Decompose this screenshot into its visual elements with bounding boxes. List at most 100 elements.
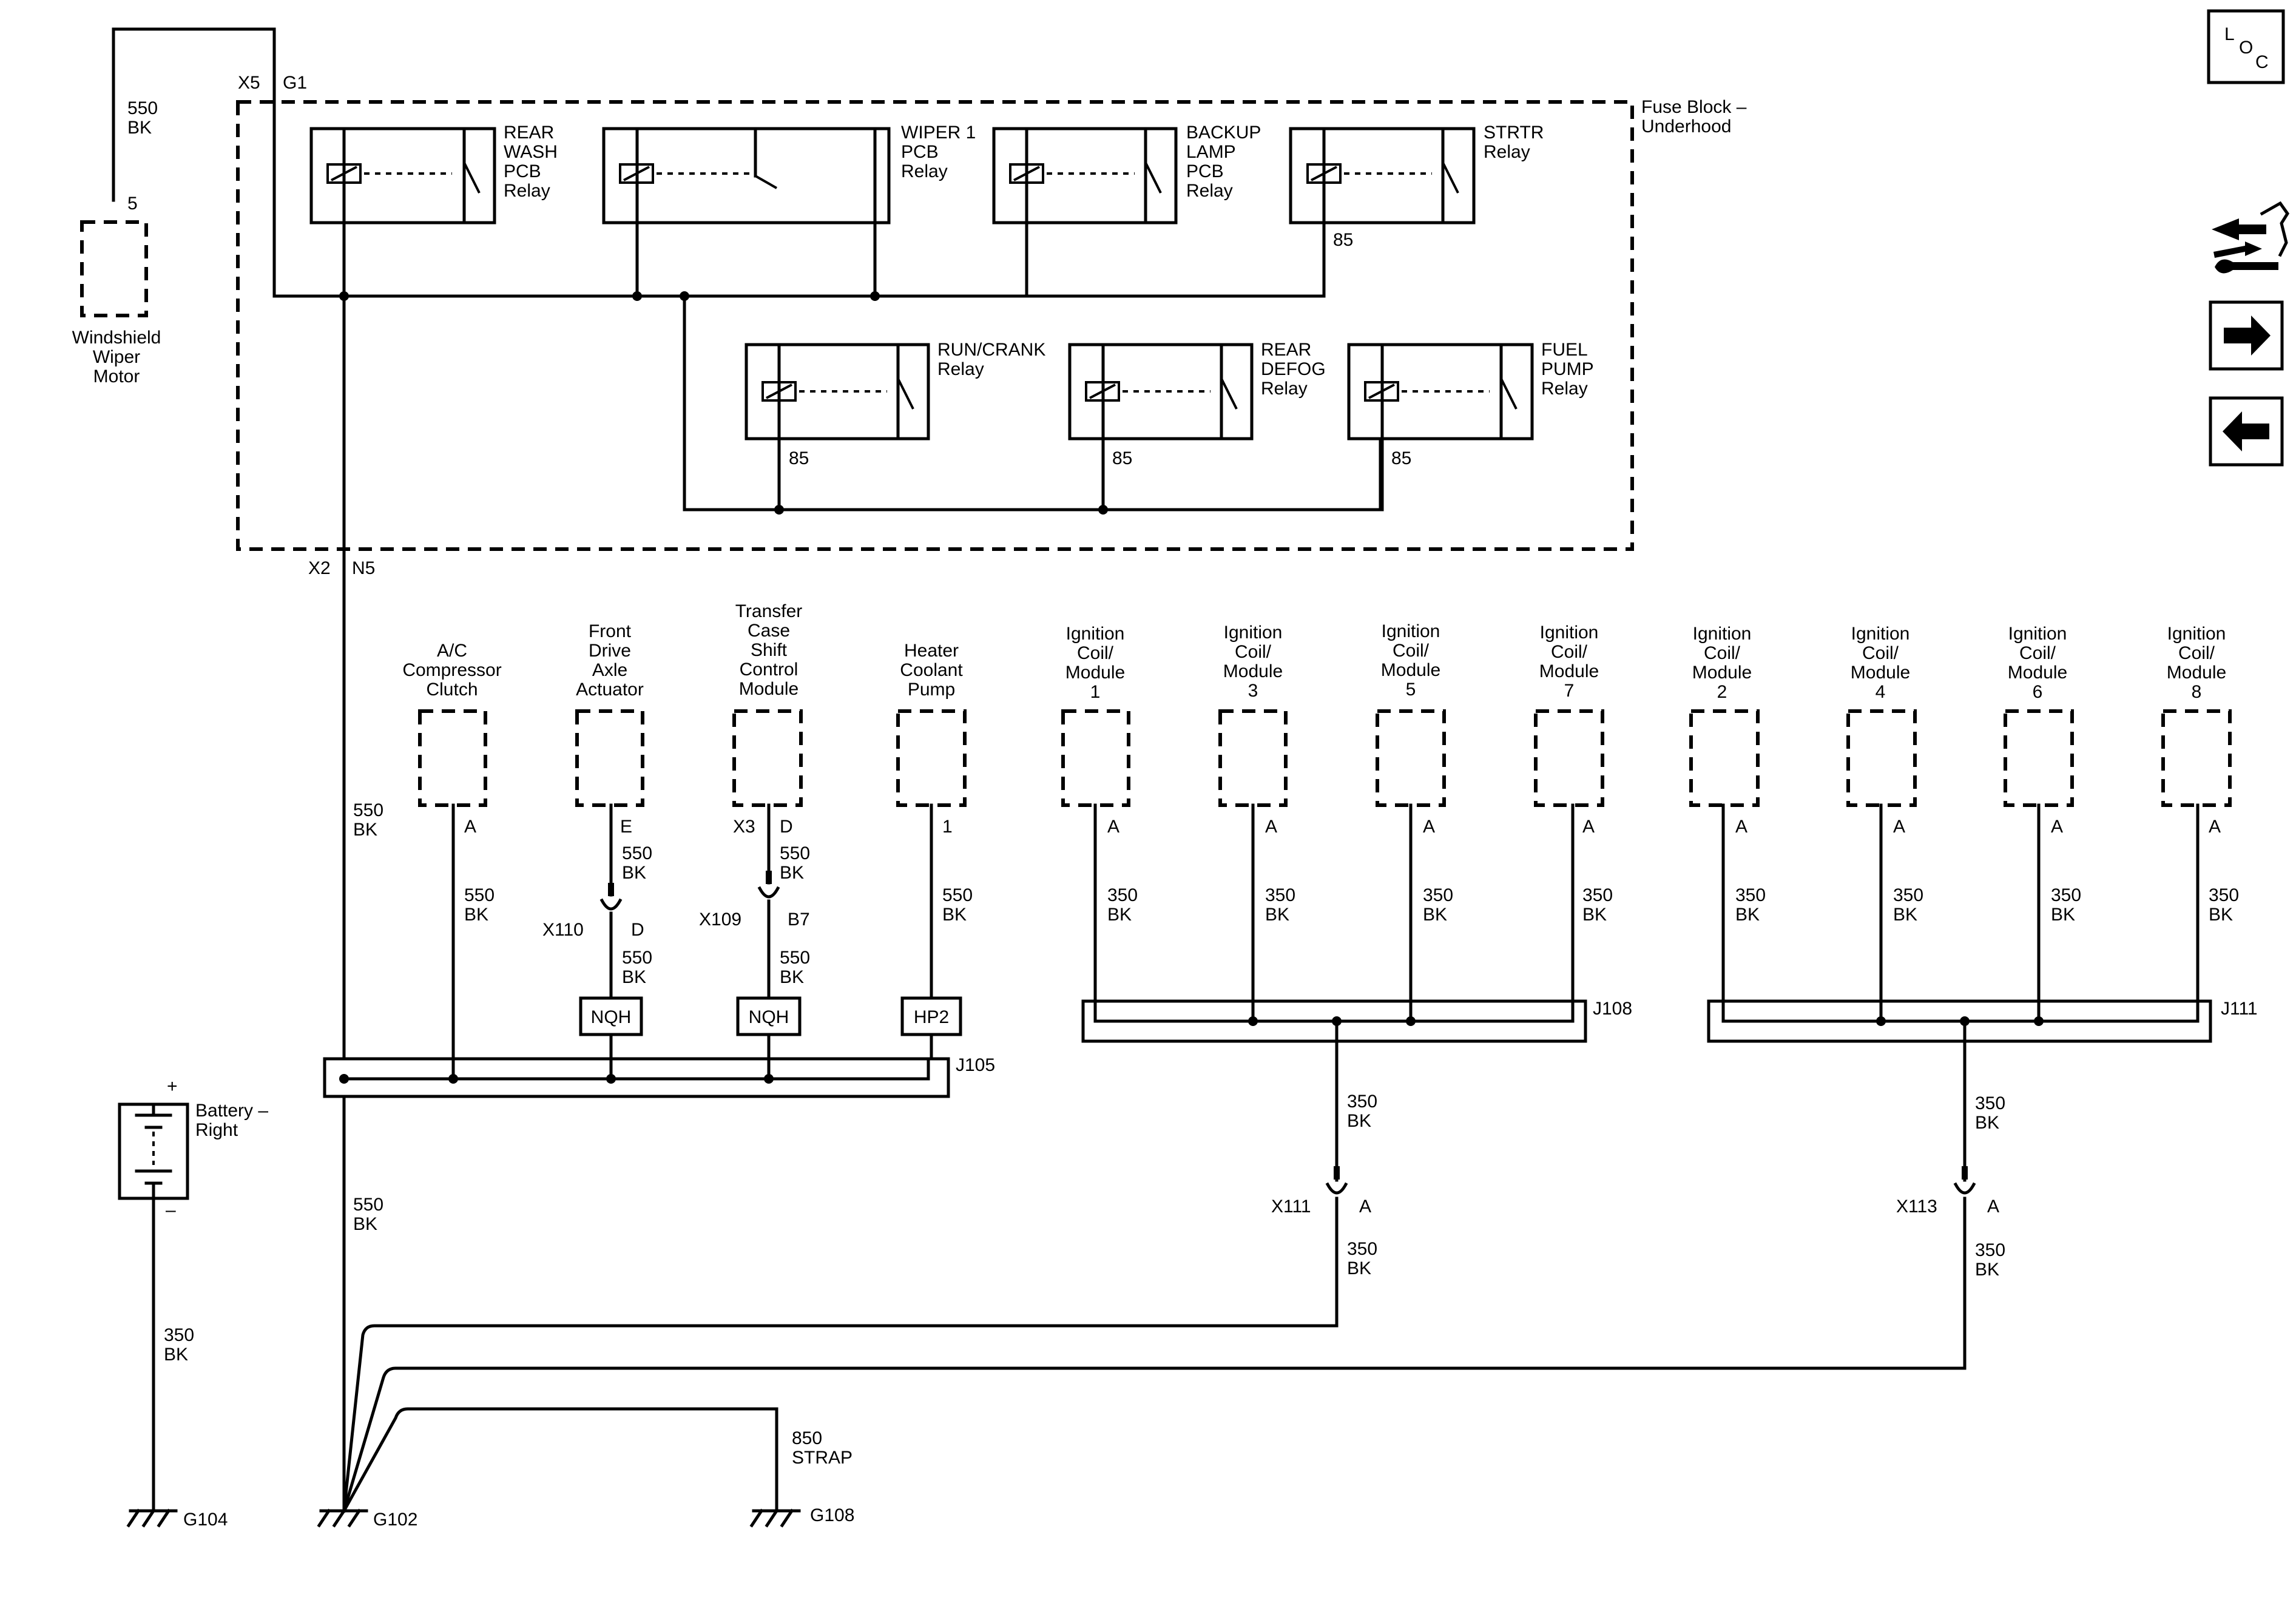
loc-icon[interactable]: L O C <box>2207 9 2285 84</box>
coil-2-label-4: 2 <box>1717 682 1727 702</box>
loc-letter-l: L <box>2224 24 2235 44</box>
hcp-label-3: Pump <box>908 680 955 700</box>
strap-color: STRAP <box>792 1448 853 1468</box>
ac-compressor-label-2: Compressor <box>402 660 501 680</box>
fuse-block-bottom-connector: X2 <box>308 558 331 578</box>
tcscm-color: BK <box>780 863 804 883</box>
tools-icon[interactable] <box>2212 201 2290 274</box>
coil-6-gauge: 350 <box>2051 885 2081 905</box>
fda-gauge-2: 550 <box>622 948 652 968</box>
x113-color-bottom: BK <box>1975 1260 1999 1280</box>
fuse-block-title: Fuse Block – <box>1641 97 1747 117</box>
relay-rear-defog-pin: 85 <box>1112 448 1132 468</box>
coil-8-pin: A <box>2209 817 2221 837</box>
tcscm-label-2: Case <box>748 621 790 641</box>
x111-gauge-bottom: 350 <box>1347 1239 1377 1259</box>
coil-1-label-4: 1 <box>1090 682 1101 702</box>
relay-rear-wash-label-2: WASH <box>504 142 558 162</box>
ignition-coil-8 <box>2161 709 2232 1003</box>
coil-4-label-1: Ignition <box>1851 624 1910 644</box>
prev-arrow-icon[interactable] <box>2209 396 2284 467</box>
coil-8-label-4: 8 <box>2192 682 2202 702</box>
relay-run-crank-label-2: Relay <box>937 359 984 379</box>
x113-gauge-bottom: 350 <box>1975 1240 2005 1260</box>
relay-rear-defog-label-3: Relay <box>1261 379 1308 399</box>
coil-4-label-3: Module <box>1851 663 1910 683</box>
fda-label-2: Drive <box>589 641 631 661</box>
coil-7-pin: A <box>1582 817 1595 837</box>
relay-rear-wash <box>309 127 496 298</box>
relay-backup-lamp-label-1: BACKUP <box>1186 123 1261 143</box>
coil-1-label-2: Coil/ <box>1077 643 1114 663</box>
ac-compressor-gauge: 550 <box>464 885 495 905</box>
coil-3-label-2: Coil/ <box>1235 642 1272 662</box>
hcp-color: BK <box>942 905 967 925</box>
coil-3-gauge: 350 <box>1265 885 1295 905</box>
x111-gauge-top: 350 <box>1347 1092 1377 1112</box>
splice-j111-label: J111 <box>2221 999 2258 1019</box>
relay-fuel-pump-pin: 85 <box>1391 448 1411 468</box>
main-wire-color-1: BK <box>353 820 377 840</box>
relay-rear-wash-label-1: REAR <box>504 123 554 143</box>
hcp-option-label: HP2 <box>914 1007 949 1027</box>
relay-strtr-label-2: Relay <box>1484 142 1530 162</box>
next-arrow-icon[interactable] <box>2209 300 2284 371</box>
transfer-case-shift-control-module <box>732 709 803 807</box>
x113-return-wire <box>342 1366 1967 1513</box>
coil-6-label-1: Ignition <box>2008 624 2067 644</box>
hcp-gauge: 550 <box>942 885 973 905</box>
coil-5-label-1: Ignition <box>1382 621 1440 641</box>
x113-pin: A <box>1987 1197 1999 1217</box>
coil-8-gauge: 350 <box>2209 885 2239 905</box>
tcscm-inline-connector: X109 <box>699 910 741 930</box>
x111-return-wire <box>342 1324 1339 1513</box>
splice-j105-label: J105 <box>956 1055 995 1075</box>
coil-4-pin: A <box>1893 817 1905 837</box>
coil-3-label-3: Module <box>1223 661 1283 681</box>
coil-1-label-3: Module <box>1065 663 1125 683</box>
relay-backup-lamp-label-3: PCB <box>1186 161 1224 181</box>
battery-label-1: Battery – <box>195 1101 268 1121</box>
fuse-block-outline <box>236 100 1634 551</box>
tcscm-label-4: Control <box>740 660 799 680</box>
wiper-motor-ground-wire <box>112 27 1188 298</box>
coil-3-color: BK <box>1265 905 1289 925</box>
x111-color-bottom: BK <box>1347 1258 1371 1278</box>
battery-color: BK <box>164 1345 188 1365</box>
fuse-block-top-pin: G1 <box>283 73 307 93</box>
relay-rear-defog-label-1: REAR <box>1261 340 1311 360</box>
ac-compressor-clutch <box>418 709 487 807</box>
wiper-wire-gauge: 550 <box>127 98 158 118</box>
main-wire-gauge-1: 550 <box>353 800 383 820</box>
relay-fuel-pump <box>1347 343 1534 511</box>
x111-color-top: BK <box>1347 1111 1371 1131</box>
fda-color-2: BK <box>622 967 646 987</box>
relay-backup-lamp-label-2: LAMP <box>1186 142 1236 162</box>
strap-gauge: 850 <box>792 1428 822 1448</box>
ac-compressor-color: BK <box>464 905 488 925</box>
relay-strtr <box>1184 127 1476 298</box>
wiper-motor-label-2: Wiper <box>93 347 140 367</box>
ac-compressor-pin: A <box>464 817 476 837</box>
relay-wiper-1-label-1: WIPER 1 <box>901 123 976 143</box>
coil-8-label-3: Module <box>2167 663 2226 683</box>
tcscm-option-label: NQH <box>749 1007 789 1027</box>
fda-label-4: Actuator <box>576 680 644 700</box>
coil-6-label-3: Module <box>2008 663 2067 683</box>
ignition-coil-6 <box>2004 709 2074 1023</box>
ignition-coil-5 <box>1376 709 1446 1023</box>
coil-5-color: BK <box>1423 905 1447 925</box>
fda-color: BK <box>622 863 646 883</box>
relay-run-crank-label-1: RUN/CRANK <box>937 340 1045 360</box>
lower-relay-bus <box>683 294 1382 511</box>
coil-3-label-1: Ignition <box>1224 623 1283 643</box>
x113-color-top: BK <box>1975 1113 1999 1133</box>
coil-5-label-4: 5 <box>1406 680 1416 700</box>
coil-6-pin: A <box>2051 817 2063 837</box>
battery-plus: + <box>167 1076 178 1096</box>
tcscm-inline-pin: B7 <box>788 910 810 930</box>
relay-fuel-pump-label-1: FUEL <box>1541 340 1588 360</box>
wiper-motor-label-1: Windshield <box>72 328 161 348</box>
relay-wiper-1 <box>602 127 891 298</box>
